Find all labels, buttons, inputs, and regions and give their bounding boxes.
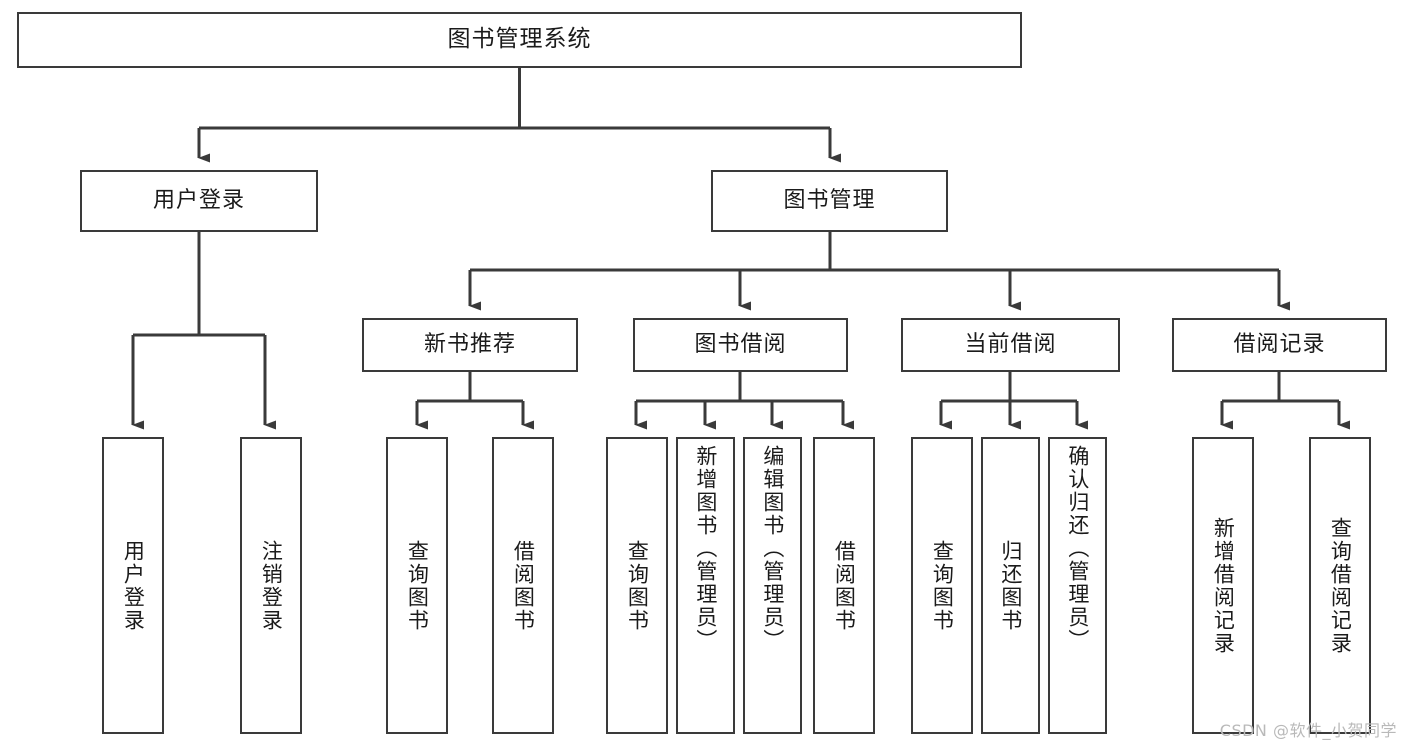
leaf-new-book-query-book[interactable]: 查询图书 [386,437,448,734]
node-borrow-record[interactable]: 借阅记录 [1172,318,1387,372]
node-label: 图书借阅 [694,331,787,357]
node-label: 查询图书 [625,539,650,632]
leaf-book-borrow-borrow-book[interactable]: 借阅图书 [813,437,875,734]
node-label: 用户登录 [121,539,146,632]
node-label: 归还图书 [998,539,1023,632]
leaf-inner: 归还图书 [983,439,1038,732]
node-user-login[interactable]: 用户登录 [80,170,318,232]
leaf-inner: 编辑图书（管理员） [745,439,800,738]
node-new-book-recommend[interactable]: 新书推荐 [362,318,578,372]
node-label: 当前借阅 [964,331,1057,357]
node-label: 新书推荐 [423,331,516,357]
node-current-borrow[interactable]: 当前借阅 [901,318,1120,372]
leaf-inner: 借阅图书 [494,439,552,732]
leaf-borrow-record-query-record[interactable]: 查询借阅记录 [1309,437,1371,734]
leaf-inner: 查询借阅记录 [1311,439,1369,732]
node-label: 查询图书 [930,539,955,632]
leaf-inner: 查询图书 [608,439,666,732]
node-label: 确认归还（管理员） [1065,445,1090,652]
leaf-inner: 新增图书（管理员） [678,439,733,738]
node-label: 新增图书（管理员） [693,445,718,652]
node-label: 注销登录 [259,539,284,632]
node-label: 查询图书 [405,539,430,632]
node-label: 图书管理系统 [447,26,592,53]
leaf-inner: 用户登录 [104,439,162,732]
node-root-book-management-system[interactable]: 图书管理系统 [17,12,1022,68]
node-label: 用户登录 [152,187,245,213]
node-book-borrow[interactable]: 图书借阅 [633,318,848,372]
node-label: 编辑图书（管理员） [760,445,785,652]
leaf-current-borrow-confirm-return-admin[interactable]: 确认归还（管理员） [1048,437,1107,734]
leaf-book-borrow-add-book-admin[interactable]: 新增图书（管理员） [676,437,735,734]
leaf-user-login-login[interactable]: 用户登录 [102,437,164,734]
node-label: 新增借阅记录 [1211,516,1236,655]
node-label: 借阅记录 [1233,331,1326,357]
leaf-user-login-logout[interactable]: 注销登录 [240,437,302,734]
leaf-inner: 查询图书 [388,439,446,732]
node-label: 图书管理 [783,187,876,213]
node-label: 查询借阅记录 [1328,516,1353,655]
leaf-inner: 查询图书 [913,439,971,732]
leaf-book-borrow-query-book[interactable]: 查询图书 [606,437,668,734]
node-label: 借阅图书 [832,539,857,632]
leaf-borrow-record-add-record[interactable]: 新增借阅记录 [1192,437,1254,734]
leaf-inner: 注销登录 [242,439,300,732]
leaf-inner: 新增借阅记录 [1194,439,1252,732]
node-label: 借阅图书 [511,539,536,632]
leaf-inner: 借阅图书 [815,439,873,732]
leaf-inner: 确认归还（管理员） [1050,439,1105,738]
node-book-management[interactable]: 图书管理 [711,170,948,232]
leaf-current-borrow-query-book[interactable]: 查询图书 [911,437,973,734]
csdn-watermark: CSDN @软件_小贺同学 [1219,721,1397,740]
leaf-book-borrow-edit-book-admin[interactable]: 编辑图书（管理员） [743,437,802,734]
leaf-current-borrow-return-book[interactable]: 归还图书 [981,437,1040,734]
leaf-new-book-borrow-book[interactable]: 借阅图书 [492,437,554,734]
